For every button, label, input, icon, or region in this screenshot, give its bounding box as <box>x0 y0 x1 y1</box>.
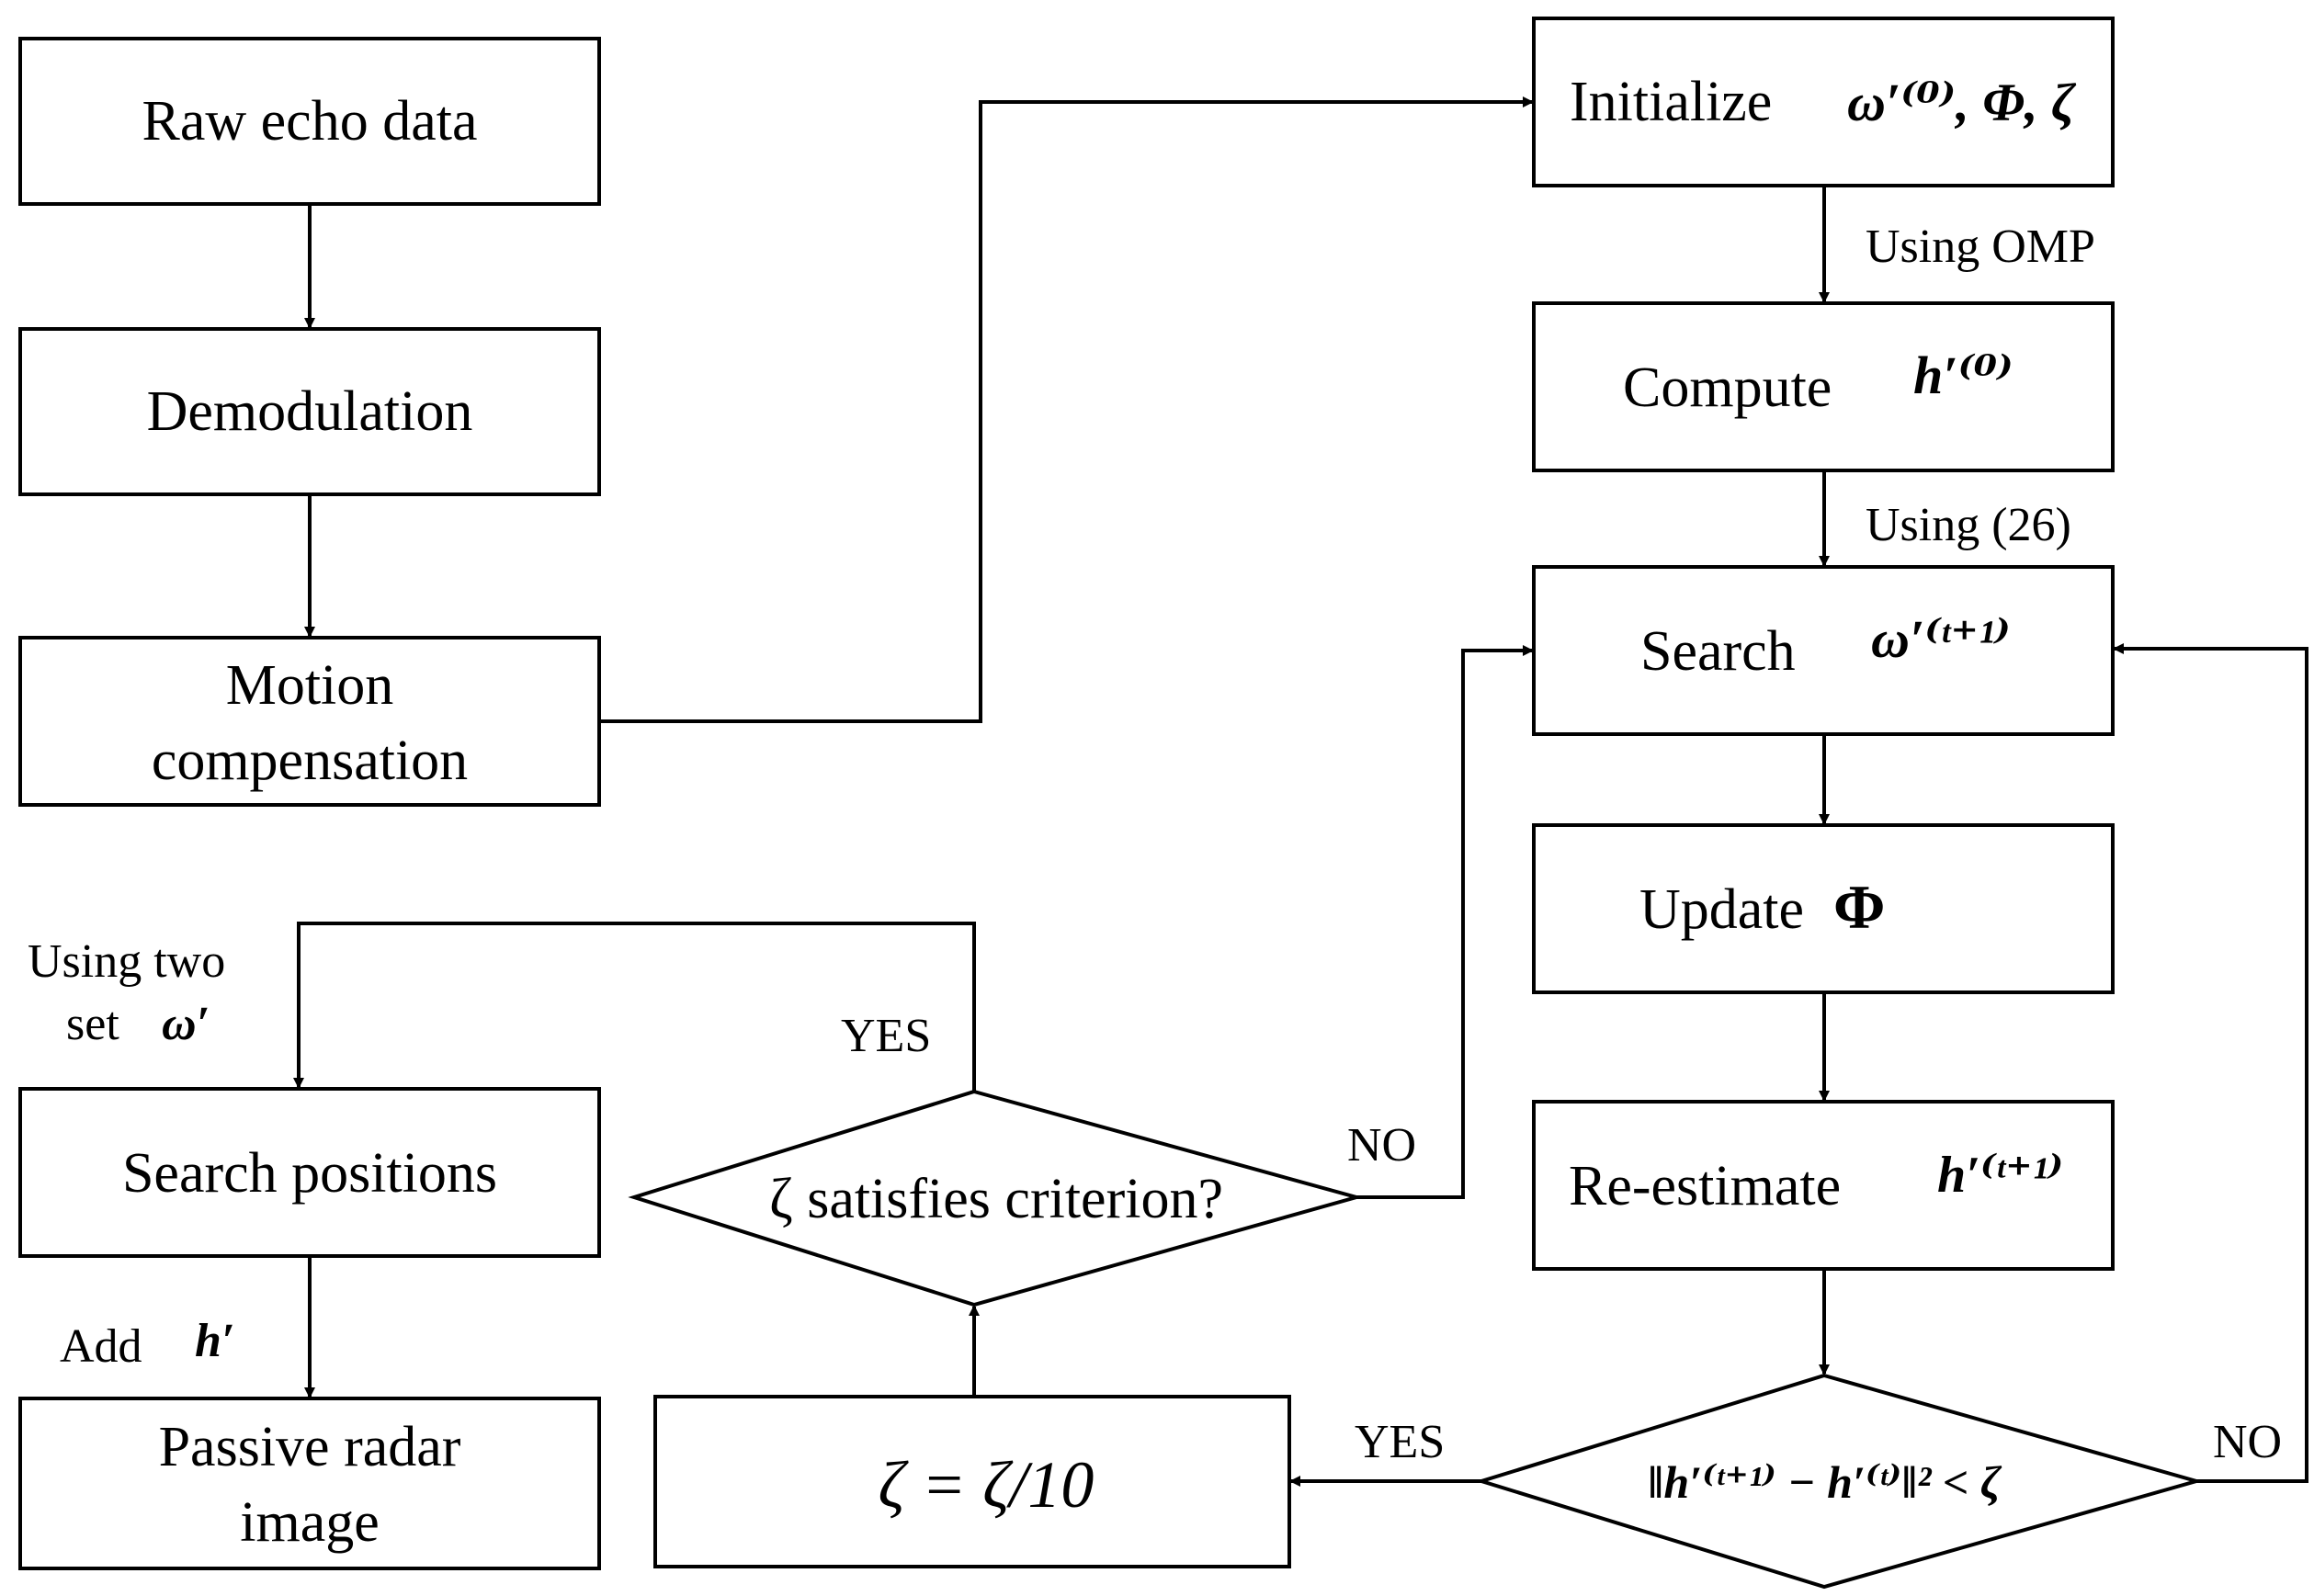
search-positions-label: Search positions <box>122 1142 497 1205</box>
edge-label-yes-left: YES <box>1355 1416 1445 1468</box>
convergence-diamond: ‖h′⁽ᵗ⁺¹⁾ − h′⁽ᵗ⁾‖² < ζ <box>1475 1373 2204 1590</box>
edge-label-using-two-line1: Using two <box>28 935 225 988</box>
edge-label-no-right: NO <box>2213 1416 2282 1468</box>
arrow-motion-to-initialize <box>599 96 1534 723</box>
criterion-label: ζ satisfies criterion? <box>769 1168 1223 1230</box>
arrow-criterion-yes-to-positions <box>293 922 976 1092</box>
update-math: Φ <box>1833 872 1885 942</box>
passive-label-line2: image <box>240 1491 380 1554</box>
raw-echo-box: Raw echo data <box>18 37 601 206</box>
passive-radar-box: Passive radar image <box>18 1397 601 1570</box>
criterion-diamond: ζ satisfies criterion? <box>628 1089 1364 1307</box>
edge-label-no-mid: NO <box>1347 1119 1416 1172</box>
reestimate-math: h′⁽ᵗ⁺¹⁾ <box>1937 1147 2063 1204</box>
demodulation-box: Demodulation <box>18 327 601 496</box>
edge-label-using-omp: Using OMP <box>1866 221 2095 273</box>
demodulation-label: Demodulation <box>147 380 473 443</box>
compute-box: Compute h′⁽⁰⁾ <box>1532 301 2115 472</box>
search-label: Search <box>1640 620 1796 683</box>
reestimate-box: Re-estimate h′⁽ᵗ⁺¹⁾ <box>1532 1100 2115 1271</box>
compute-label: Compute <box>1623 357 1832 419</box>
initialize-label: Initialize <box>1570 71 1772 133</box>
edge-label-add-math: h′ <box>195 1315 235 1367</box>
arrow-criterion-no-to-search <box>1356 645 1534 1199</box>
initialize-math: ω′⁽⁰⁾, Φ, ζ <box>1847 73 2077 132</box>
edge-label-using-26: Using (26) <box>1866 499 2071 551</box>
motion-label-line2: compensation <box>152 730 468 792</box>
update-box: Update Φ <box>1532 823 2115 994</box>
update-label: Update <box>1639 878 1804 941</box>
arrow-no-loop-right <box>2113 643 2308 1483</box>
edge-label-add: Add <box>60 1320 142 1373</box>
search-positions-box: Search positions <box>18 1087 601 1258</box>
search-math: ω′⁽ᵗ⁺¹⁾ <box>1871 609 2011 669</box>
motion-compensation-box: Motion compensation <box>18 636 601 807</box>
initialize-box: Initialize ω′⁽⁰⁾, Φ, ζ <box>1532 17 2115 187</box>
motion-label-line1: Motion <box>226 654 394 717</box>
convergence-formula: ‖h′⁽ᵗ⁺¹⁾ − h′⁽ᵗ⁾‖² < ζ <box>1648 1456 2002 1508</box>
search-box: Search ω′⁽ᵗ⁺¹⁾ <box>1532 565 2115 736</box>
compute-math: h′⁽⁰⁾ <box>1913 345 2013 405</box>
reestimate-label: Re-estimate <box>1569 1155 1841 1217</box>
zeta-update-box: ζ = ζ/10 <box>653 1395 1291 1568</box>
edge-label-using-two-math: ω′ <box>162 998 210 1050</box>
zeta-update-label: ζ = ζ/10 <box>879 1448 1095 1522</box>
raw-echo-label: Raw echo data <box>142 90 478 153</box>
passive-label-line1: Passive radar <box>159 1416 461 1478</box>
edge-label-yes-top: YES <box>841 1010 931 1062</box>
edge-label-using-two-line2: set <box>66 998 119 1050</box>
